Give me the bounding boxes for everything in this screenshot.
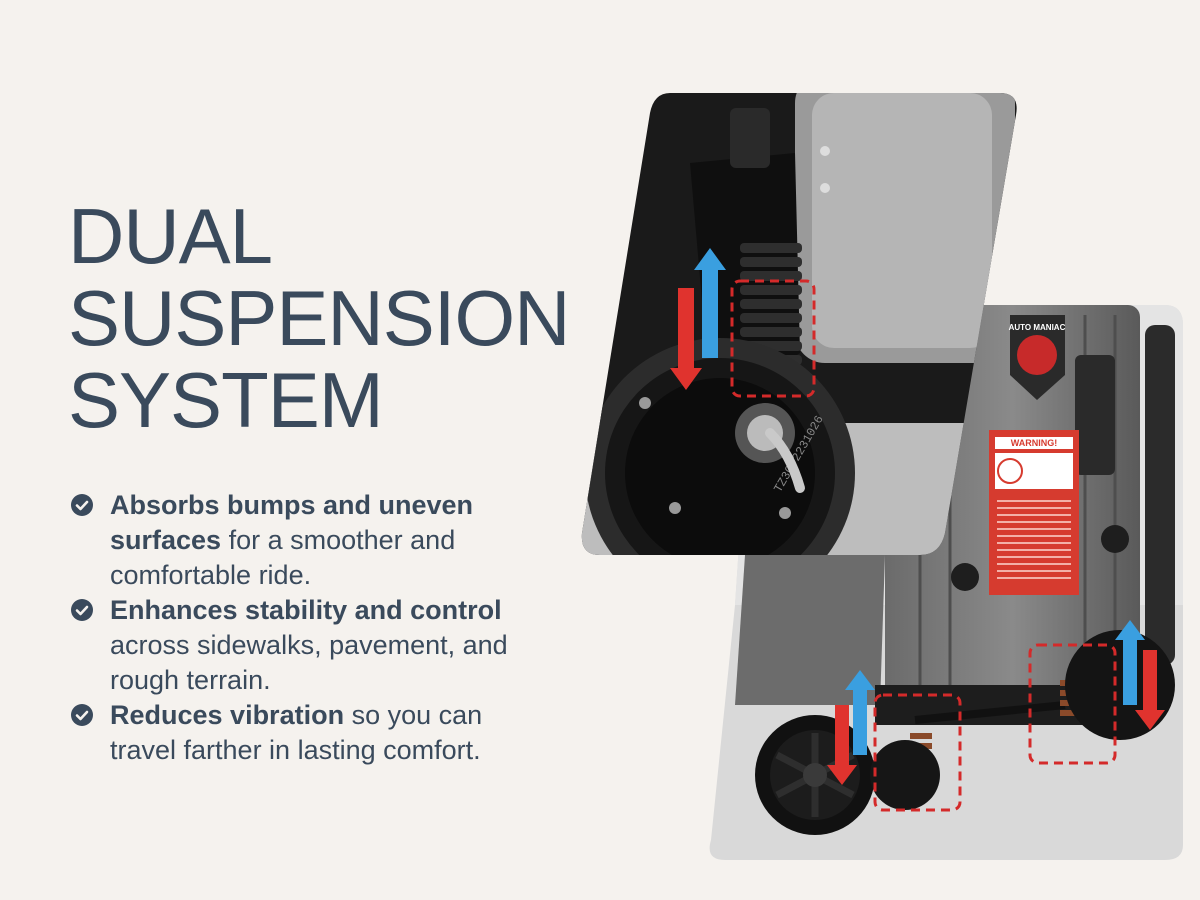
feature-bold: Reduces vibration <box>110 700 345 730</box>
check-circle-icon <box>71 704 93 726</box>
suspension-highlight-box <box>873 693 962 812</box>
headline: DUAL SUSPENSION SYSTEM <box>68 195 588 441</box>
feature-text: so you can travel farther in lasting com… <box>110 700 483 765</box>
suspension-highlight-box <box>1028 643 1117 765</box>
arrow-down-icon <box>1135 650 1165 730</box>
feature-item: Absorbs bumps and uneven surfaces for a … <box>70 488 540 593</box>
check-circle-icon <box>71 599 93 621</box>
feature-item: Reduces vibration so you can travel fart… <box>70 698 540 768</box>
arrow-down-icon <box>827 705 857 785</box>
check-circle-icon <box>71 494 93 516</box>
feature-list: Absorbs bumps and uneven surfaces for a … <box>70 488 540 768</box>
headline-line-2: SUSPENSION <box>68 274 570 362</box>
arrow-up-icon <box>1115 620 1145 705</box>
brand-badge-text: AUTO MANIAC <box>1009 323 1066 332</box>
suspension-highlight-box <box>730 279 816 398</box>
arrow-down-icon <box>670 288 702 390</box>
feature-item: Enhances stability and control across si… <box>70 593 540 698</box>
feature-bold: Enhances stability and control <box>110 595 502 625</box>
headline-line-1: DUAL <box>68 192 273 280</box>
arrow-up-icon <box>845 670 875 755</box>
feature-text: for a smoother and comfortable ride. <box>110 525 456 590</box>
arrow-up-icon <box>694 248 726 358</box>
warning-title: WARNING! <box>1011 438 1058 448</box>
feature-text: across sidewalks, pavement, and rough te… <box>110 630 508 695</box>
feature-bold: Absorbs bumps and uneven surfaces <box>110 490 474 555</box>
headline-line-3: SYSTEM <box>68 356 384 444</box>
wheel-closeup-panel: TZ3072231026 <box>580 93 1020 555</box>
